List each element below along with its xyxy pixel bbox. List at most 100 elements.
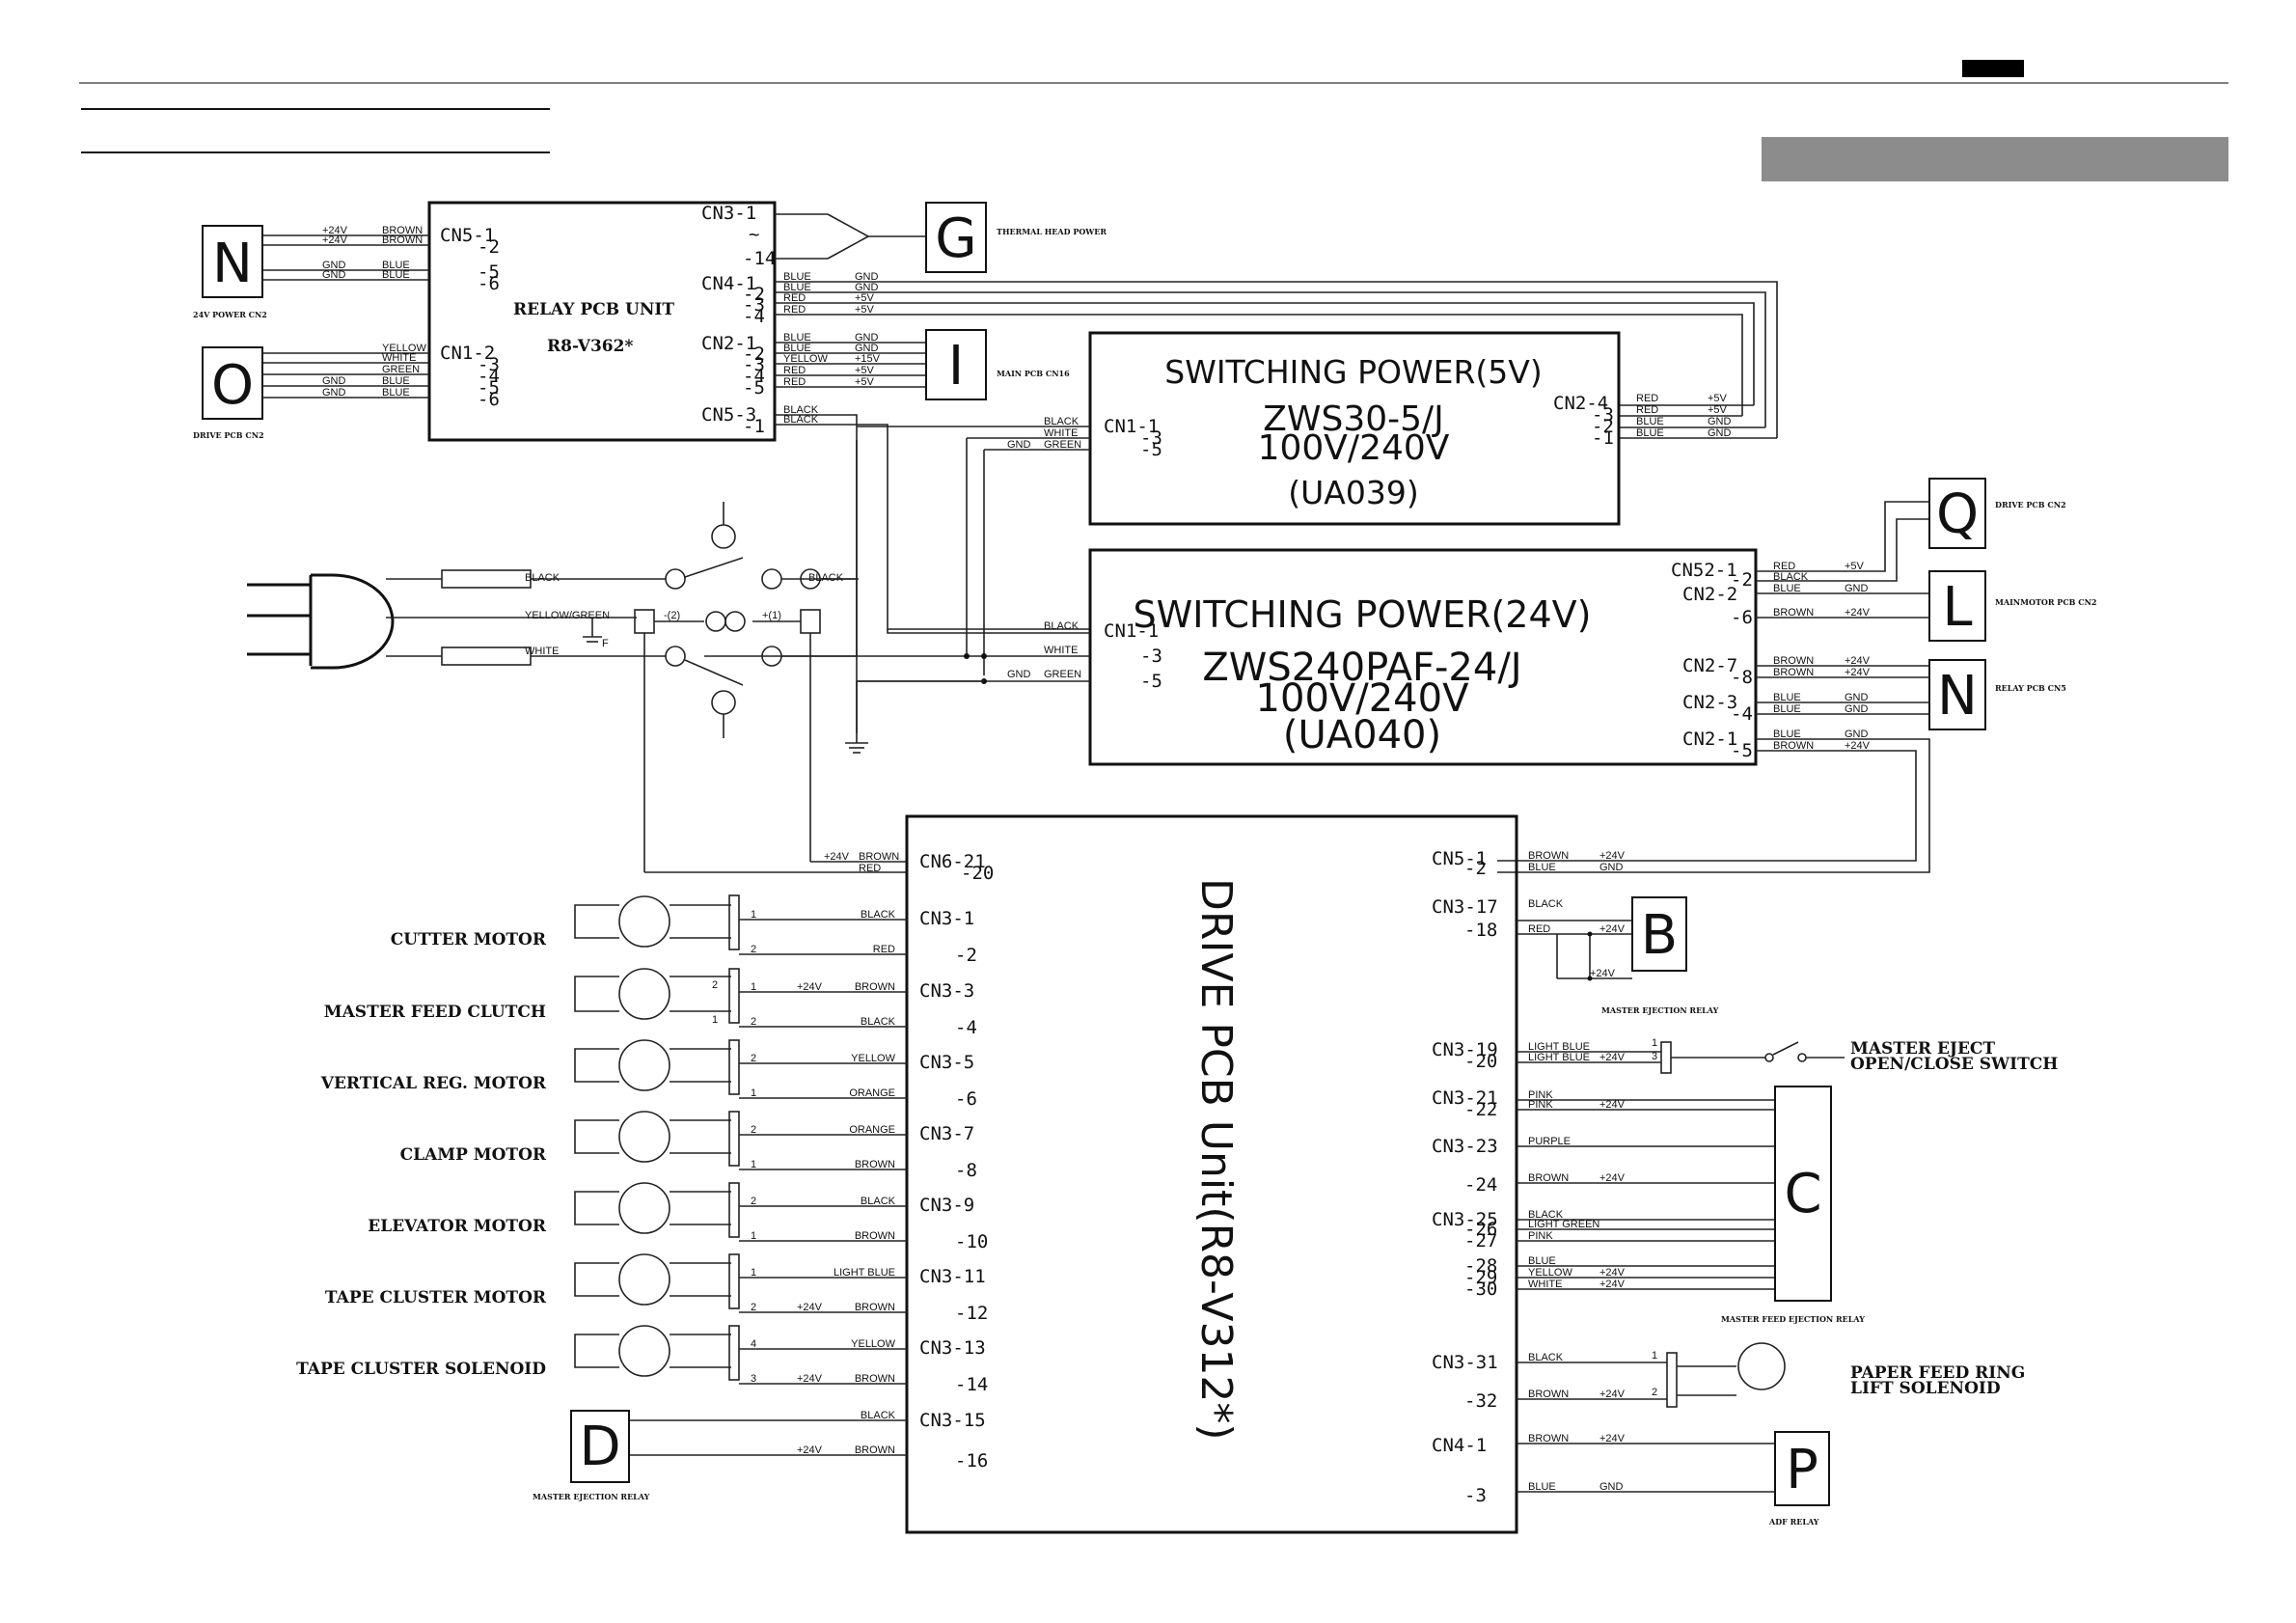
connector-b	[1631, 896, 1687, 972]
connector-q-letter: Q	[1936, 483, 1979, 546]
psu-24v-cn2-8: -8	[1731, 667, 1753, 688]
cn4-wire-4-signal: +5V	[855, 304, 875, 316]
drive-right-pin-12: -26	[1464, 1219, 1497, 1240]
drive-right-pin-7: CN3-21	[1432, 1087, 1498, 1109]
drive-left-pin-7: CN3-7	[919, 1123, 974, 1144]
connector-p-caption: ADF RELAY	[1768, 1517, 1819, 1527]
psu-24v-out-1-signal: +5V	[1845, 561, 1865, 572]
psu-5v-in-2-color: WHITE	[1044, 427, 1078, 439]
psu-24v-code: (UA040)	[1283, 713, 1441, 757]
drive-right-pin-3: CN3-17	[1432, 896, 1498, 918]
drive-right-pin-1: CN5-1	[1432, 848, 1487, 869]
relay-cn2-pin-1: CN2-1	[701, 333, 756, 354]
connector-g	[925, 202, 987, 273]
drive-left-wire-color-2: RED	[873, 944, 895, 955]
drive-left-wire-pin-4: 2	[751, 1016, 756, 1028]
relay-pcb-model: R8-V362*	[547, 337, 633, 356]
psu-5v-cn2-pin-2: -2	[1592, 416, 1614, 437]
drive-right-wire-signal-18: +24V	[1599, 1389, 1626, 1400]
relay-cn2-pin-5: -5	[743, 377, 765, 399]
n-top-wire-1-signal: +24V	[322, 225, 348, 236]
drive-right-wire-color-19: BROWN	[1528, 1433, 1569, 1444]
psu-5v-out-1-color: RED	[1636, 393, 1658, 404]
drive-pcb-title: DRIVE PCB Unit(R8-V312*)	[1191, 878, 1241, 1441]
cn2-wire-2-color: BLUE	[783, 343, 811, 354]
psu-24v-cn1-pin-3: -3	[1140, 646, 1162, 667]
drive-left-wire-color-14: BROWN	[855, 1373, 895, 1385]
drive-left-pin-11: CN3-11	[919, 1266, 986, 1287]
device-open-close-switch: OPEN/CLOSE SWITCH	[1850, 1055, 2058, 1074]
device-master-eject: MASTER EJECT	[1850, 1039, 1995, 1059]
psu-5v-out-3-color: BLUE	[1636, 416, 1664, 427]
header-tab	[1962, 60, 2024, 77]
drive-left-pin-12: -12	[955, 1303, 988, 1324]
drive-left-wire-pin-12: 2	[751, 1302, 756, 1313]
relay-cn5-pin-1: CN5-1	[440, 225, 495, 246]
drive-right-wire-color-3: BLACK	[1528, 898, 1564, 910]
device-tape-cluster-motor: TAPE CLUSTER MOTOR	[325, 1288, 547, 1307]
psu-24v-in-3-color: GREEN	[1044, 669, 1081, 680]
o-wire-4-color: BLUE	[382, 375, 410, 387]
drive-right-wire-signal-8: +24V	[1599, 1099, 1626, 1111]
drive-right-wire-color-9: PURPLE	[1528, 1136, 1571, 1147]
drive-right-pin-10: -24	[1464, 1174, 1497, 1196]
drive-left-pin-1: CN3-1	[919, 908, 974, 929]
drive-left-pin-2: -2	[955, 945, 977, 966]
ac-white-label: WHITE	[525, 646, 559, 657]
psu-5v-cn2-pin-4: CN2-4	[1553, 393, 1608, 414]
drive-right-pin-11: CN3-25	[1432, 1209, 1498, 1230]
psu-24v-out-1-color: RED	[1773, 561, 1795, 572]
connector-q	[1928, 478, 1986, 549]
drive-left-pin-14: -14	[955, 1374, 988, 1395]
relay-cn3-pin-14: -14	[743, 248, 776, 269]
relay-cn1-pin-6: -6	[478, 389, 500, 410]
drive-left-wire-signal-14: +24V	[797, 1373, 823, 1385]
drive-right-wire-color-20: BLUE	[1528, 1481, 1556, 1493]
psu-24v-voltage: 100V/240V	[1256, 676, 1470, 721]
drive-left-wire-color-5: YELLOW	[851, 1053, 895, 1064]
relay-pcb-box	[427, 201, 777, 442]
connector-q-caption: DRIVE PCB CN2	[1995, 500, 2066, 509]
connector-d-letter: D	[579, 1416, 620, 1478]
psu-5v-in-wires	[857, 426, 1090, 675]
drive-right-pin-13: -27	[1464, 1230, 1497, 1252]
drive-right-pin-2: -2	[1464, 858, 1487, 879]
psu-5v-in-3-signal: GND	[1007, 439, 1031, 451]
psu-5v-model: ZWS30-5/J	[1263, 399, 1444, 439]
psu-24v-cn52-1: CN52-1	[1671, 560, 1737, 581]
psu-5v-code: (UA039)	[1288, 474, 1418, 511]
drive-left-pin-3: CN3-3	[919, 980, 974, 1002]
psu-24v-out-2-color: BLACK	[1773, 571, 1809, 583]
ac-minus2-label: -(2)	[664, 610, 680, 621]
drive-left-wire-pin-14: 3	[751, 1373, 756, 1385]
ac-wires	[386, 440, 984, 873]
cn5b-wire-1-color: BLACK	[783, 404, 819, 416]
psu-5v-box	[1088, 331, 1621, 526]
cn2-wire-5-color: RED	[783, 376, 806, 388]
drive-right-wire-color-6: LIGHT BLUE	[1528, 1052, 1590, 1063]
psu-5v-cn1-pin-5: -5	[1140, 439, 1162, 460]
drive-left-wire-color-16: BROWN	[855, 1444, 895, 1456]
psu-24v-out-9-color: BLUE	[1773, 729, 1801, 740]
drive-left-wire-pin-7: 2	[751, 1124, 756, 1136]
psu-24v-out-7-signal: GND	[1845, 692, 1869, 703]
drive-right-wire-signal-20: GND	[1599, 1481, 1624, 1493]
drive-left-wire-color-10: BROWN	[855, 1230, 895, 1242]
connector-n-right	[1928, 659, 1986, 730]
drive-left-wire-pin-1: 1	[751, 909, 756, 921]
drive-right-pin-18: -32	[1464, 1390, 1497, 1412]
connector-b-letter: B	[1641, 904, 1678, 967]
relay-cn5-pin-3: CN5-3	[701, 404, 756, 426]
psu-24v-out-wires	[1497, 501, 1930, 873]
drive-right-pin-5: CN3-19	[1432, 1039, 1498, 1060]
g-wires	[775, 213, 926, 260]
o-wire-2-color: WHITE	[382, 352, 416, 364]
n-top-wire-1-color: BROWN	[382, 225, 423, 236]
drive-left-pin-15: CN3-15	[919, 1410, 986, 1431]
ac-black-label: BLACK	[525, 572, 560, 584]
relay-cn1-pin-5: -5	[478, 377, 500, 399]
drive-left-wire-color-11: LIGHT BLUE	[834, 1267, 895, 1279]
drive-left-wire-pin-2: 2	[751, 944, 756, 955]
drive-right-pin-20: -3	[1464, 1485, 1487, 1506]
drive-left-wire-pin-11: 1	[751, 1267, 756, 1279]
